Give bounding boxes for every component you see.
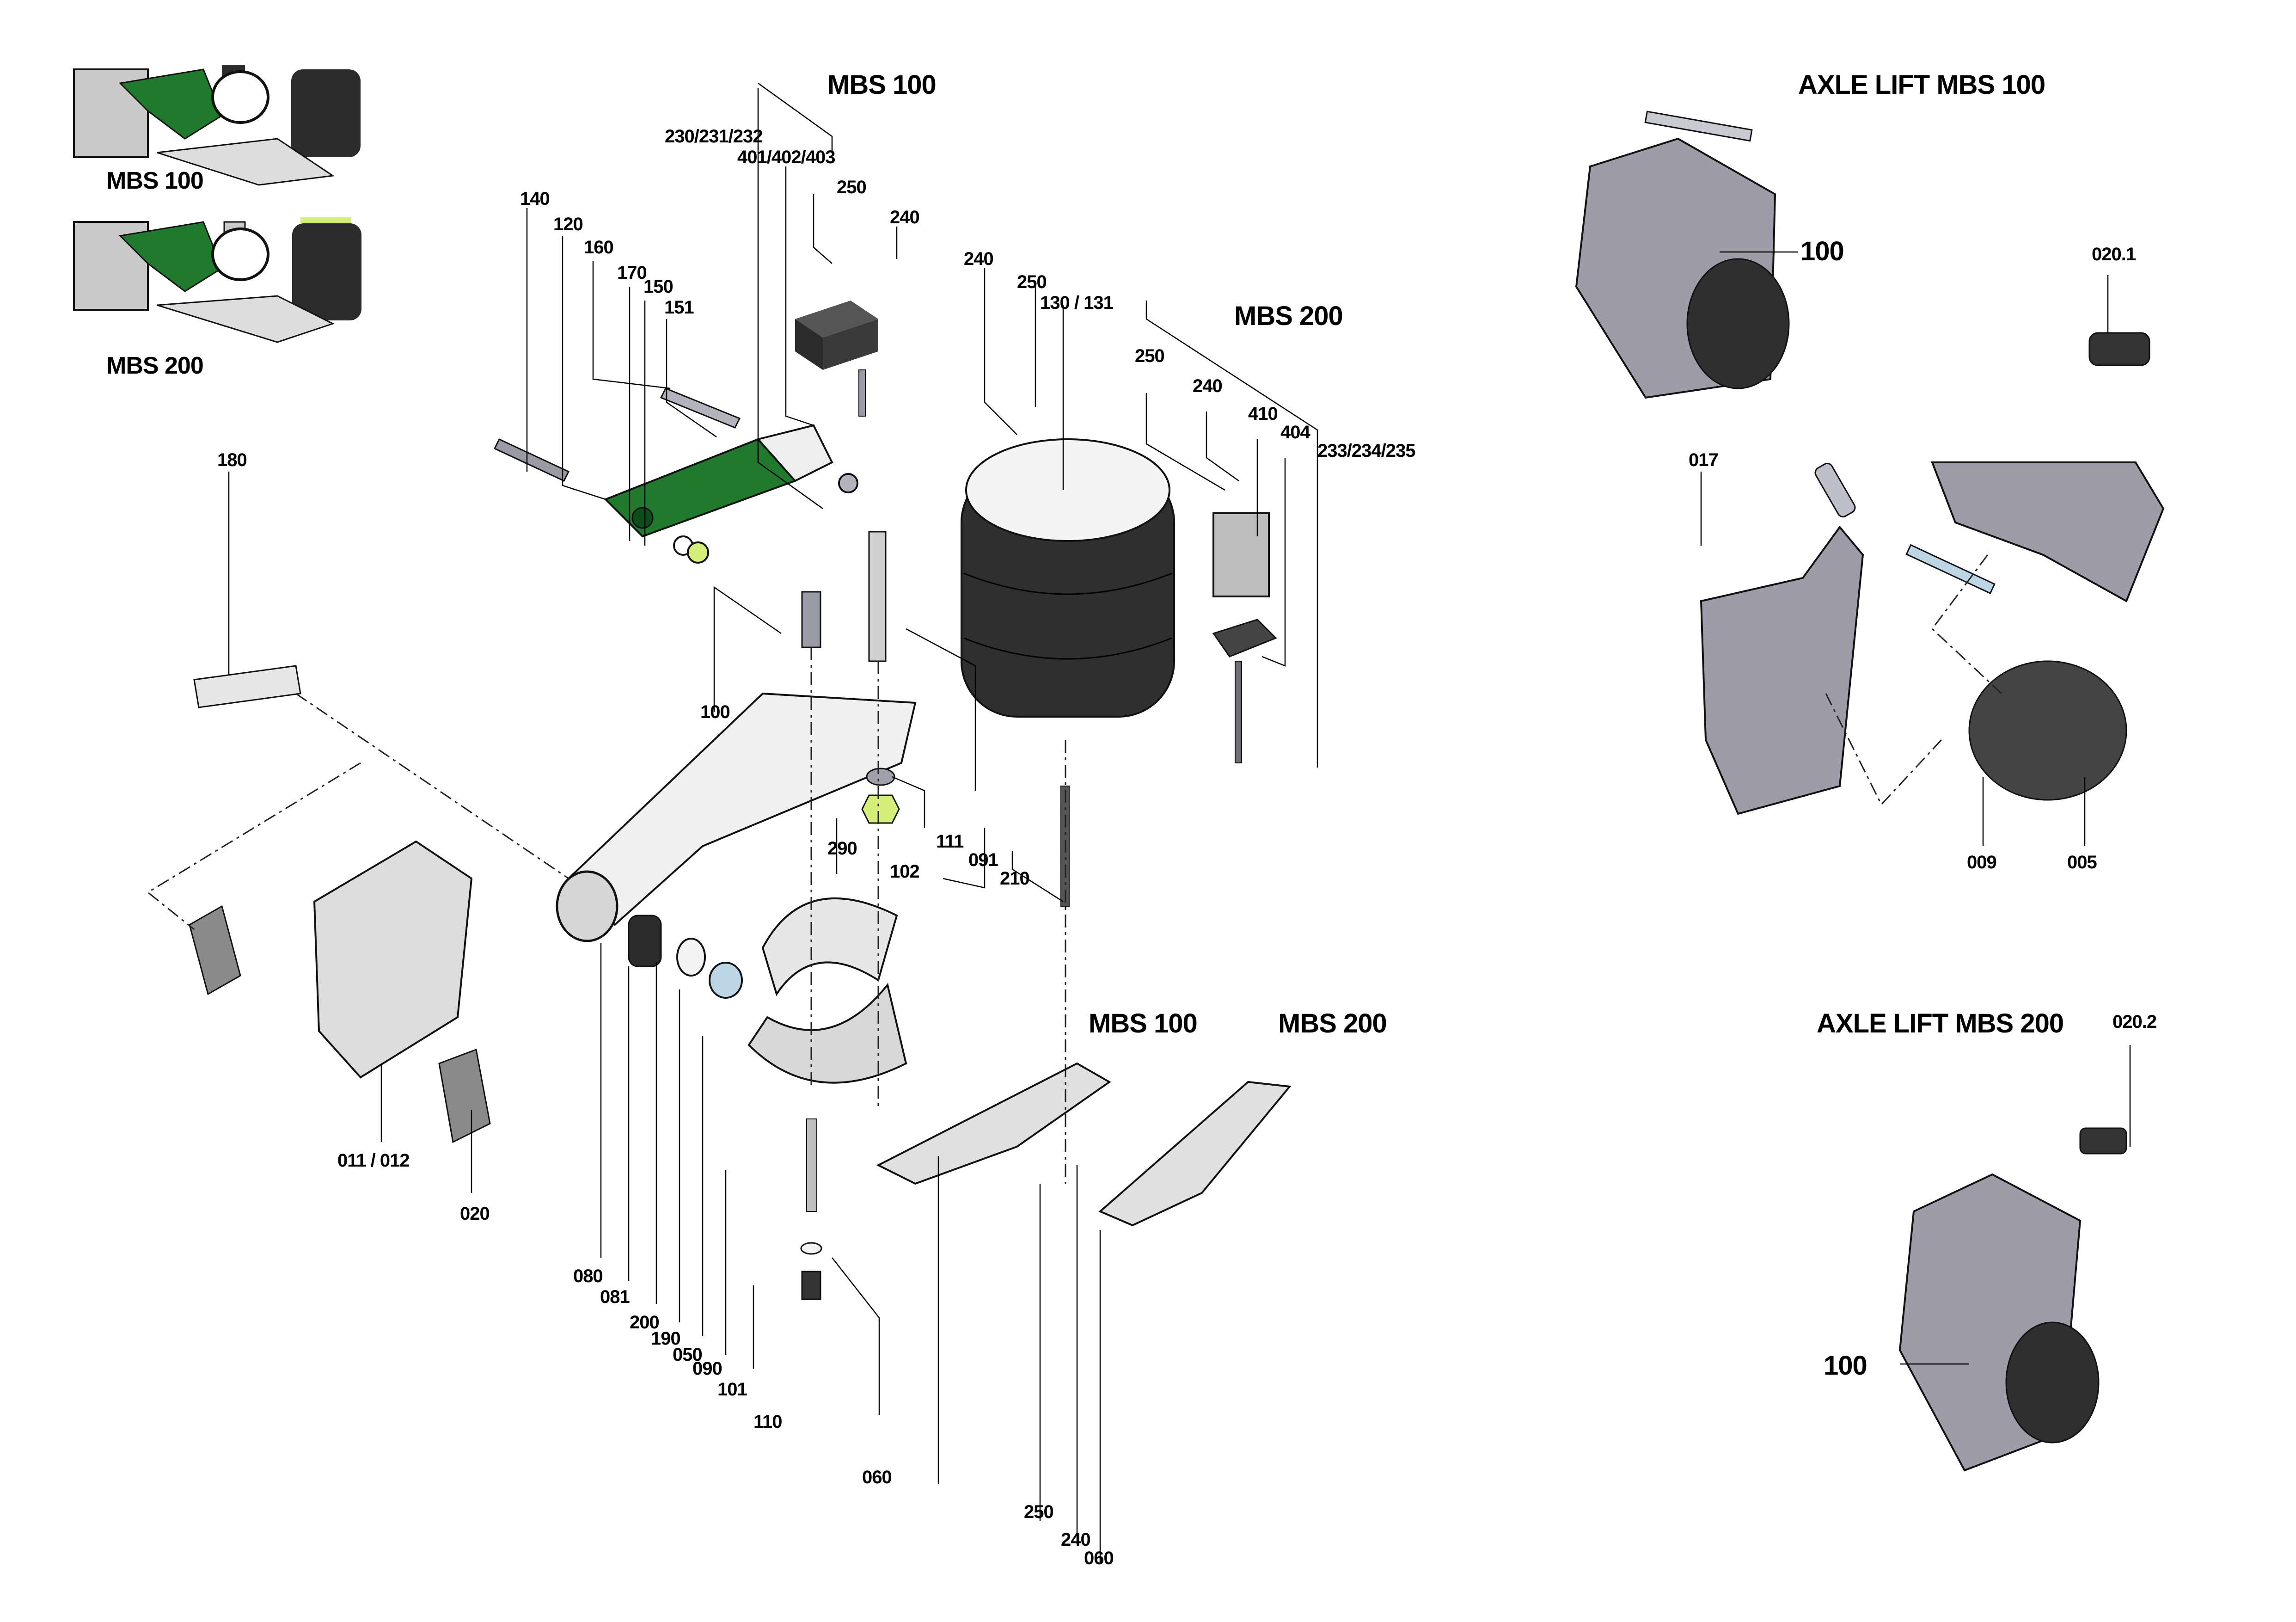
trailing-arm [556, 531, 917, 942]
callout-180: 180 [217, 450, 247, 470]
callout-210: 210 [1000, 868, 1030, 889]
axle-lift-mbs200-assembled [1898, 1127, 2127, 1472]
callout-250-bellow: 250 [1017, 272, 1047, 292]
callout-060-mbs100: 060 [862, 1467, 892, 1487]
air-bellow-130 [961, 438, 1175, 907]
group-title-mbs100-bottom: MBS 100 [1089, 1008, 1198, 1038]
nut-190 [709, 962, 743, 999]
shock-absorber-120 [604, 424, 833, 538]
callout-081: 081 [600, 1287, 630, 1307]
group-title-mbs200-top: MBS 200 [1234, 301, 1343, 331]
washer-111 [866, 768, 895, 786]
thumbnail-caption-mbs100: MBS 100 [106, 167, 204, 194]
pin-180 [193, 665, 301, 708]
spacer-block-401 [795, 301, 878, 417]
bolt-160 [660, 387, 741, 429]
group-title-mbs100-top: MBS 100 [827, 70, 937, 100]
callout-110: 110 [753, 1412, 783, 1432]
callout-150: 150 [643, 276, 673, 297]
eccentric-plate-rear [189, 905, 241, 995]
washer-110 [800, 1242, 822, 1255]
axle-lift-bracket-exploded [1700, 461, 2165, 815]
callout-axle-lift-100-mbs100: 100 [1800, 236, 1844, 266]
callout-102: 102 [890, 861, 920, 882]
callout-230-231-232: 230/231/232 [665, 126, 763, 147]
thumbnail-mbs100-illustration [73, 65, 361, 186]
callout-404: 404 [1280, 422, 1310, 442]
axle-seat-290 [761, 897, 898, 996]
nut-151 [838, 473, 858, 493]
spacer-410 [1212, 512, 1277, 763]
axle-lift-mbs100-assembled [1575, 111, 1790, 399]
callout-020-2: 020.2 [2112, 1012, 2157, 1032]
nut-102 [861, 794, 900, 824]
callout-130-131: 130 / 131 [1040, 293, 1114, 313]
callout-250-spacer: 250 [1135, 346, 1165, 366]
axle-lift-mbs200-title: AXLE LIFT MBS 200 [1817, 1008, 2064, 1038]
callout-250-bottom: 250 [1024, 1502, 1054, 1522]
callout-080: 080 [573, 1266, 603, 1286]
hanger-bracket-011 [313, 840, 473, 1079]
thumbnail-caption-mbs200: MBS 200 [106, 352, 204, 379]
washer-200 [676, 938, 706, 977]
callout-100: 100 [700, 702, 730, 722]
callout-170: 170 [617, 263, 647, 283]
bump-stop-020-1 [2088, 332, 2150, 366]
assembly-centerlines [147, 554, 2002, 1184]
callout-240-spacer: 240 [1193, 376, 1223, 396]
callout-120: 120 [553, 214, 583, 234]
callout-160: 160 [584, 237, 614, 258]
eccentric-plate-020 [438, 1048, 491, 1143]
bottom-plate-060-mbs100 [876, 1062, 1111, 1185]
bush-081 [628, 915, 662, 967]
callout-020: 020 [460, 1204, 490, 1224]
callout-250-block: 250 [837, 177, 867, 197]
callout-axle-lift-100-mbs200: 100 [1824, 1351, 1867, 1381]
thumbnail-mbs200-illustration [73, 217, 361, 343]
callout-090: 090 [692, 1358, 722, 1379]
group-title-mbs200-bottom: MBS 200 [1278, 1008, 1387, 1038]
callout-017: 017 [1689, 450, 1719, 470]
stud-090 [806, 1118, 817, 1212]
callout-401-402-403: 401/402/403 [737, 147, 835, 167]
bottom-plate-060-mbs200 [1098, 1081, 1292, 1227]
callout-011-012: 011 / 012 [337, 1150, 410, 1171]
callout-151: 151 [664, 297, 694, 318]
callout-009: 009 [1967, 852, 1997, 872]
axle-lift-mbs100-title: AXLE LIFT MBS 100 [1798, 70, 2045, 100]
callout-091: 091 [968, 850, 998, 870]
callout-101: 101 [717, 1379, 747, 1400]
callout-200: 200 [630, 1312, 660, 1333]
nut-101 [801, 1271, 821, 1300]
callout-005: 005 [2067, 852, 2097, 872]
bolt-140 [493, 438, 570, 482]
callout-060-mbs200: 060 [1084, 1548, 1114, 1568]
callout-050: 050 [673, 1345, 703, 1365]
callout-240-block: 240 [890, 207, 920, 227]
axle-seat-050 [747, 983, 907, 1084]
nut-150 [687, 541, 709, 564]
callout-240-bellow: 240 [964, 249, 994, 269]
callout-111: 111 [936, 831, 964, 852]
callout-140: 140 [520, 189, 550, 209]
callout-233-234-235: 233/234/235 [1317, 441, 1415, 461]
callout-020-1: 020.1 [2092, 244, 2136, 264]
callout-190: 190 [651, 1328, 681, 1349]
callout-290: 290 [827, 838, 857, 859]
callout-240-bottom: 240 [1061, 1530, 1091, 1550]
callout-410: 410 [1248, 404, 1278, 424]
leader-lines [228, 82, 2131, 1563]
